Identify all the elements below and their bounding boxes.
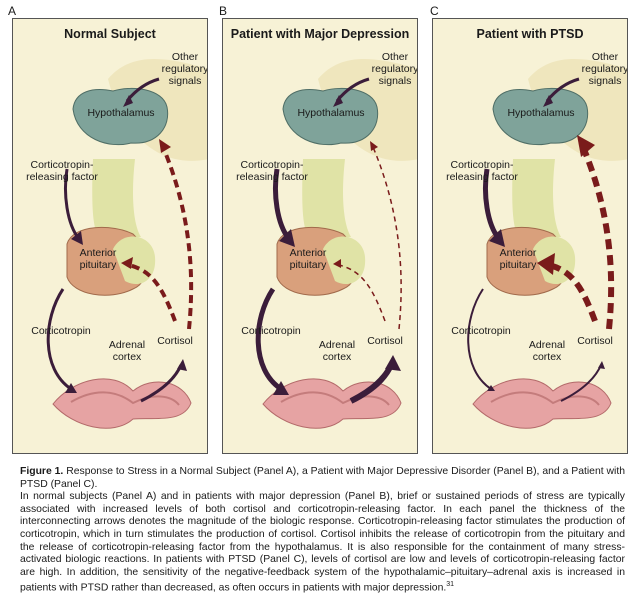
cortisol-arrowhead — [177, 359, 187, 371]
panel-c: Patient with PTSD Other regulatory signa… — [432, 18, 628, 454]
hypothalamus-label: Hypothalamus — [507, 107, 575, 119]
adrenal-gland-shape — [52, 378, 192, 429]
adrenal-cortex-line — [280, 391, 390, 406]
crf-label: Corticotropin-releasing factor — [236, 159, 308, 183]
feedback-hypothalamus-arrow — [372, 146, 402, 330]
feedback-pituitary-arrowhead — [333, 259, 341, 268]
adrenal-gland-shape — [472, 378, 612, 429]
feedback-hypothalamus-arrowhead — [577, 135, 595, 157]
figure-caption: Figure 1. Response to Stress in a Normal… — [20, 466, 625, 595]
adrenal-cortex-label: Adrenal cortex — [108, 339, 146, 363]
corticotropin-label: Corticotropin — [241, 325, 301, 337]
caption-title-line: Figure 1. Response to Stress in a Normal… — [20, 466, 625, 491]
other-signals-arrowhead — [123, 95, 133, 107]
cortisol-arrowhead — [598, 361, 605, 369]
other-signals-arrowhead — [333, 95, 343, 107]
crf-label: Corticotropin-releasing factor — [26, 159, 98, 183]
feedback-pituitary-arrowhead — [537, 253, 555, 275]
corticotropin-arrowhead — [65, 383, 77, 393]
pituitary-stalk — [512, 159, 561, 237]
other-signals-label: Other regulatory signals — [371, 51, 418, 87]
panel-c-letter: C — [430, 4, 439, 18]
hpa-axis-illustration — [255, 59, 417, 429]
hypothalamus-shape — [72, 87, 169, 146]
cortisol-label: Cortisol — [367, 335, 403, 347]
corticotropin-arrow — [255, 287, 283, 392]
corticotropin-arrow — [467, 288, 492, 390]
feedback-pituitary-arrowhead — [121, 257, 133, 269]
feedback-pituitary-arrow — [548, 262, 598, 323]
other-signals-label: Other regulatory signals — [581, 51, 628, 87]
cortisol-arrowhead — [385, 355, 401, 371]
other-signals-label: Other regulatory signals — [161, 51, 208, 87]
hypothalamus-label: Hypothalamus — [297, 107, 365, 119]
other-signals-arrowhead — [543, 95, 553, 107]
crf-label: Corticotropin-releasing factor — [446, 159, 518, 183]
caption-body: In normal subjects (Panel A) and in pati… — [20, 491, 625, 594]
caption-body-line: In normal subjects (Panel A) and in pati… — [20, 491, 625, 595]
crf-arrowhead — [489, 229, 505, 247]
anterior-pituitary-label: Anterior pituitary — [79, 247, 117, 271]
feedback-hypothalamus-arrow — [161, 146, 194, 330]
crf-arrow — [64, 168, 81, 240]
panel-b-title: Patient with Major Depression — [230, 27, 410, 41]
cortisol-label: Cortisol — [577, 335, 613, 347]
panel-b: Patient with Major Depression Other regu… — [222, 18, 418, 454]
corticotropin-label: Corticotropin — [31, 325, 91, 337]
feedback-hypothalamus-arrow — [580, 145, 615, 330]
adrenal-cortex-line — [490, 391, 600, 406]
adrenal-cortex-label: Adrenal cortex — [528, 339, 566, 363]
figure-label: Figure 1. — [20, 466, 64, 477]
panel-c-title: Patient with PTSD — [476, 27, 584, 41]
panel-a-title: Normal Subject — [64, 27, 156, 41]
corticotropin-arrow — [46, 288, 72, 391]
adrenal-cortex-label: Adrenal cortex — [318, 339, 356, 363]
corticotropin-label: Corticotropin — [451, 325, 511, 337]
panel-a-letter: A — [8, 4, 17, 18]
corticotropin-arrowhead — [487, 385, 495, 391]
corticotropin-arrowhead — [273, 381, 289, 395]
figure-title: Response to Stress in a Normal Subject (… — [20, 466, 625, 490]
panel-b-letter: B — [219, 4, 228, 18]
footnote-ref: 31 — [446, 581, 455, 589]
pituitary-stalk — [302, 159, 351, 237]
adrenal-cortex-line — [70, 391, 180, 406]
panel-a: Normal Subject Other regulatory signals … — [12, 18, 208, 454]
feedback-pituitary-arrow — [128, 263, 177, 322]
crf-arrowhead — [279, 229, 295, 247]
crf-arrowhead — [71, 231, 83, 245]
feedback-hypothalamus-arrowhead — [159, 139, 171, 153]
hypothalamus-label: Hypothalamus — [87, 107, 155, 119]
hpa-axis-illustration — [46, 59, 207, 429]
hypothalamus-shape — [492, 87, 589, 146]
anterior-pituitary-label: Anterior pituitary — [499, 247, 537, 271]
anterior-pituitary-label: Anterior pituitary — [289, 247, 327, 271]
hypothalamus-shape — [282, 87, 379, 146]
pituitary-stalk — [92, 159, 141, 237]
cortisol-arrow — [560, 364, 602, 402]
hpa-axis-illustration — [467, 59, 627, 429]
feedback-hypothalamus-arrowhead — [370, 141, 378, 151]
cortisol-label: Cortisol — [157, 335, 193, 347]
